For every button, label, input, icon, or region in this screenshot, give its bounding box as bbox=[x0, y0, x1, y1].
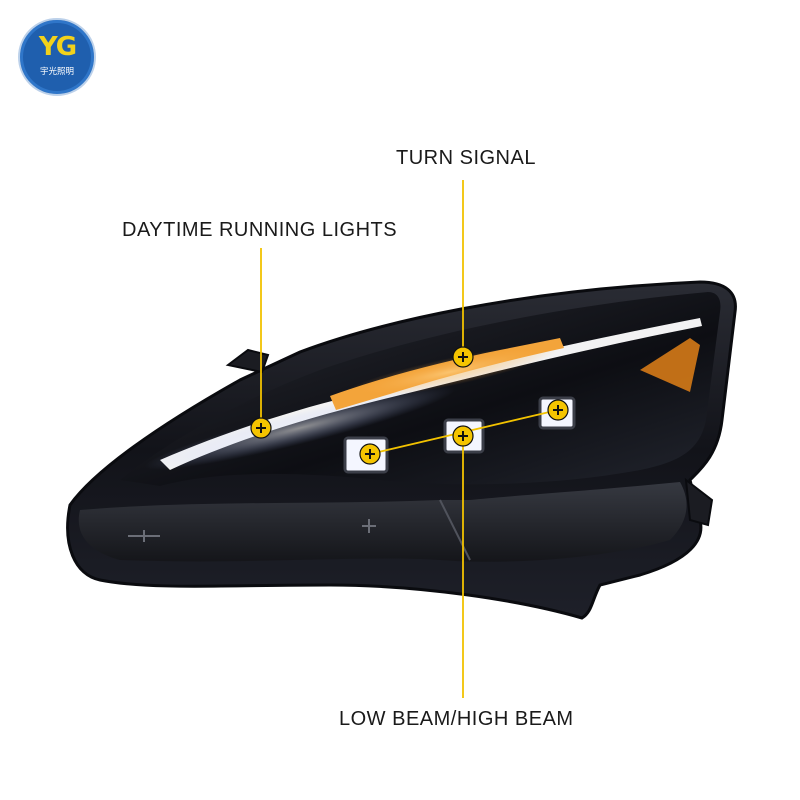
logo-mark: YG bbox=[38, 32, 77, 62]
crosshair-plus-icon bbox=[547, 399, 569, 421]
callout-markers bbox=[250, 346, 569, 465]
low-high-beam-label: LOW BEAM/HIGH BEAM bbox=[339, 708, 574, 730]
crosshair-plus-icon bbox=[359, 443, 381, 465]
lower-diffuser bbox=[78, 482, 687, 562]
yg-logo-icon: YG 宇光照明 bbox=[18, 18, 96, 96]
crosshair-plus-icon bbox=[452, 425, 474, 447]
crosshair-plus-icon bbox=[452, 346, 474, 368]
crosshair-plus-icon bbox=[250, 417, 272, 439]
daytime-running-lights-label: DAYTIME RUNNING LIGHTS bbox=[122, 219, 398, 241]
side-marker-amber bbox=[640, 338, 700, 392]
turn-signal-label: TURN SIGNAL bbox=[396, 147, 536, 169]
logo-text: 宇光照明 bbox=[39, 67, 74, 77]
drl-light-bar bbox=[160, 318, 702, 470]
